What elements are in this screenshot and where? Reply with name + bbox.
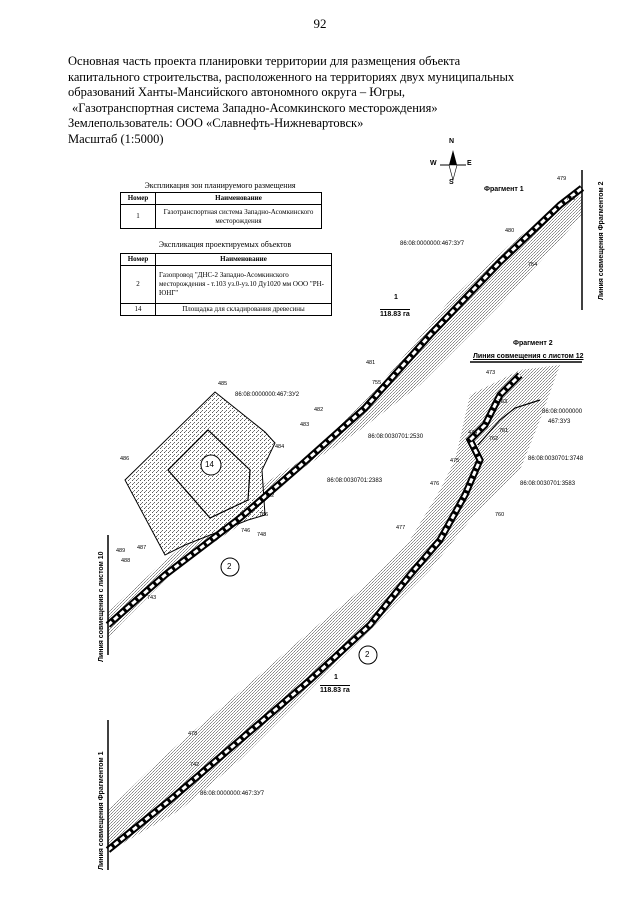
header-line: «Газотранспортная система Западно-Асомки… — [72, 100, 438, 115]
point-label: 762 — [489, 436, 499, 442]
point-label: 478 — [188, 731, 198, 737]
point-label: 475 — [450, 458, 460, 464]
point-label: 760 — [495, 512, 505, 518]
compass-icon — [440, 150, 466, 182]
point-label: 473 — [486, 370, 496, 376]
objects-row-number: 14 — [120, 303, 156, 316]
sheet12-label: Линия совмещения с листом 12 — [473, 353, 584, 360]
page-number: 92 — [313, 16, 327, 31]
point-label: 483 — [300, 422, 310, 428]
fragment1-label: Фрагмент 1 — [484, 186, 524, 193]
objects-table-title: Экспликация проектируемых объектов — [158, 240, 292, 249]
document-header: Основная часть проекта планировки террит… — [68, 54, 588, 147]
zones-row-number: 1 — [120, 204, 156, 229]
zones-table: Номер Наименование 1 Газотранспортная си… — [120, 192, 322, 229]
pipeline-branch — [477, 399, 541, 446]
objects-row-name: Площадка для складирования древесины — [155, 303, 332, 316]
point-label: 489 — [116, 548, 126, 554]
compass-e: E — [467, 160, 472, 167]
object-2-label-upper: 2 — [227, 562, 232, 571]
compass-w: W — [430, 160, 437, 167]
point-label: 482 — [314, 407, 324, 413]
point-label: 743 — [147, 595, 157, 601]
sheet10-alignment-label: Линия совмещения с листом 10 — [98, 551, 105, 663]
cadastral-3583: 86:08:0030701:3583 — [520, 481, 576, 487]
object-14-marker — [200, 454, 222, 476]
zone-area-top-num: 1 — [394, 294, 398, 301]
plot-485 — [124, 391, 276, 556]
header-line: Землепользователь: ООО «Славнефть-Нижнев… — [68, 116, 364, 130]
cadastral-zu3-b: 467:ЗУ3 — [548, 419, 571, 425]
header-line: Основная часть проекта планировки террит… — [68, 54, 461, 68]
point-label: 763 — [498, 399, 508, 405]
cadastral-zu2: 86:08:0000000:467:ЗУ2 — [235, 392, 300, 398]
objects-col-name: Наименование — [155, 253, 332, 266]
point-label: 748 — [257, 532, 267, 538]
point-label: 487 — [137, 545, 147, 551]
objects-col-number: Номер — [120, 253, 156, 266]
zone-area-bottom: 118.83 га — [320, 685, 350, 694]
object-2-marker-upper — [220, 557, 240, 577]
cadastral-2383: 86:08:0030701:2383 — [327, 478, 383, 484]
point-label: 753 — [566, 196, 576, 202]
header-line: капитального строительства, расположенно… — [68, 69, 515, 84]
point-label: 481 — [366, 360, 376, 366]
point-label: 756 — [259, 512, 269, 518]
cadastral-zu7-bottom: 86:08:0000000:467:ЗУ7 — [200, 791, 265, 797]
cadastral-zu3-a: 86:08:0000000 — [542, 409, 583, 415]
objects-table: Номер Наименование 2 Газопровод "ДНС-2 З… — [120, 253, 332, 316]
header-line: образований Ханты-Мансийского автономног… — [68, 85, 406, 99]
point-label: 485 — [218, 381, 228, 387]
point-label: 479 — [557, 176, 567, 182]
point-label: 474 — [468, 430, 478, 436]
zones-row-name: Газотранспортная система Западно-Асомкин… — [155, 204, 322, 229]
pipeline-corridor-upper — [105, 185, 585, 628]
object-2-label-lower: 2 — [365, 650, 370, 659]
object-2-marker-lower — [358, 645, 378, 665]
fragment2-label: Фрагмент 2 — [513, 340, 553, 347]
zone-area-bottom-num: 1 — [334, 674, 338, 681]
zones-col-name: Наименование — [155, 192, 322, 205]
compass-n: N — [449, 138, 455, 145]
point-label: 754 — [528, 262, 538, 268]
cadastral-3748: 86:08:0030701:3748 — [528, 456, 584, 462]
cadastral-zu7-top: 86:08:0000000:467:ЗУ7 — [400, 241, 465, 247]
point-label: 480 — [505, 228, 515, 234]
point-label: 742 — [190, 762, 200, 768]
point-label: 746 — [241, 528, 251, 534]
zones-table-title: Экспликация зон планируемого размещения — [144, 181, 296, 190]
point-label: 755 — [372, 380, 382, 386]
frag2-alignment-label: Линия совмещения Фрагментом 2 — [598, 181, 605, 300]
header-line: Масштаб (1:5000) — [68, 131, 164, 146]
pipeline-corridor-lower — [105, 372, 523, 853]
compass-s: S — [449, 179, 454, 186]
point-label: 761 — [499, 428, 509, 434]
point-label: 752 — [265, 493, 275, 499]
point-label: 484 — [275, 444, 285, 450]
site-14-boundary — [167, 429, 251, 519]
shaded-zone-lower — [108, 365, 560, 850]
point-label: 486 — [120, 456, 130, 462]
zones-col-number: Номер — [120, 192, 156, 205]
objects-row-name: Газопровод "ДНС-2 Западно-Асомкинского м… — [155, 265, 332, 304]
cadastral-2530: 86:08:0030701:2530 — [368, 434, 424, 440]
point-label: 477 — [396, 525, 406, 531]
point-label: 476 — [430, 481, 440, 487]
object-14-label: 14 — [205, 460, 214, 469]
zone-area-top: 118.83 га — [380, 309, 410, 318]
point-label: 488 — [121, 558, 131, 564]
objects-row-number: 2 — [120, 265, 156, 304]
frag1-alignment-label: Линия совмещения Фрагментом 1 — [98, 751, 105, 870]
